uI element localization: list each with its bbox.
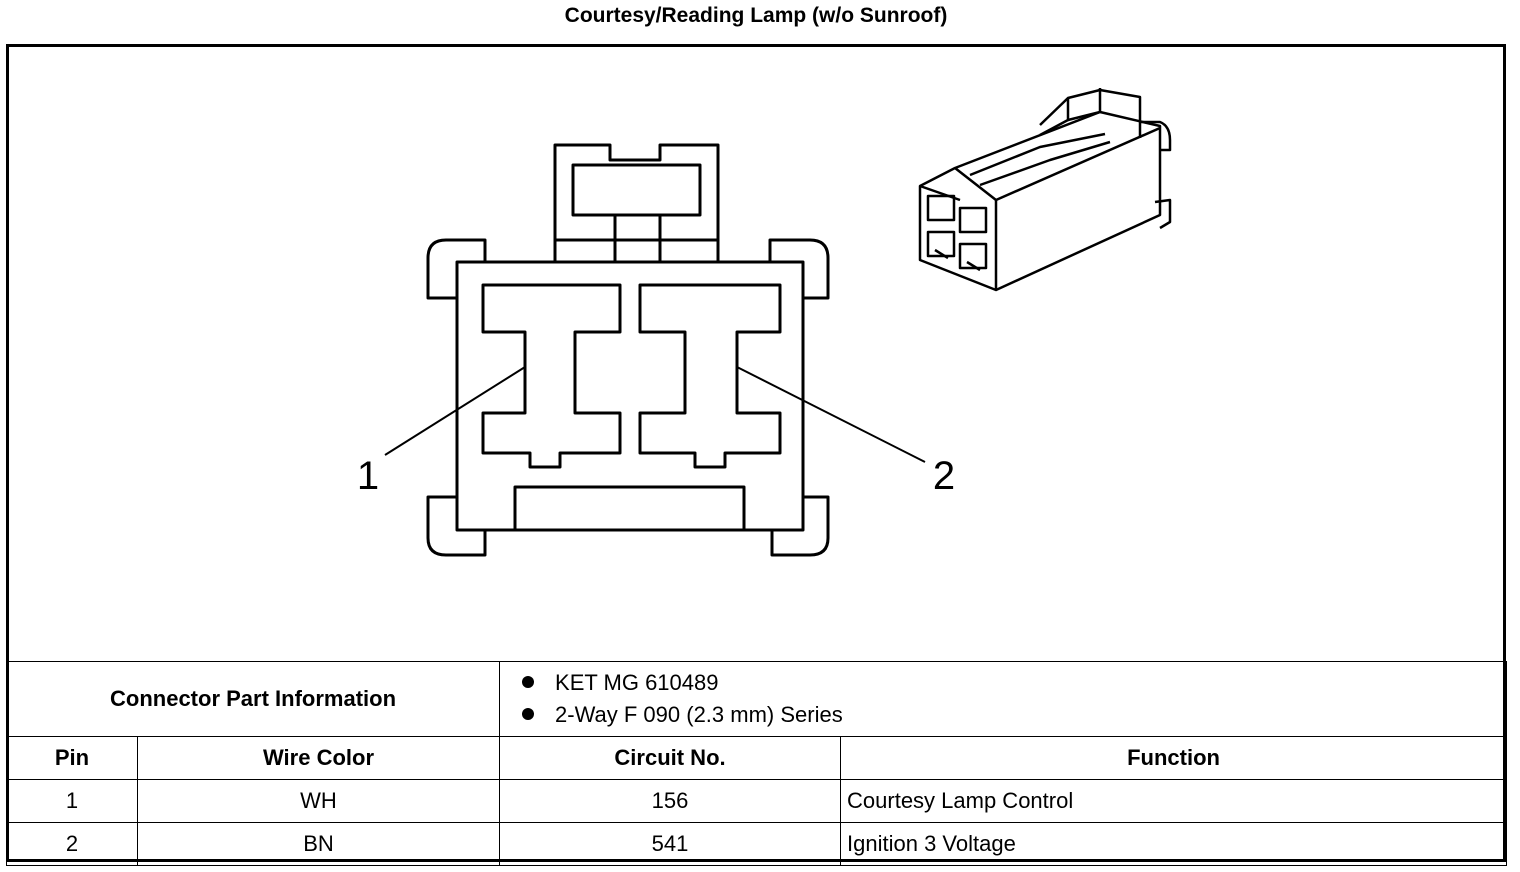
- part-info-item: KET MG 610489: [522, 667, 1506, 699]
- connector-part-info-values: KET MG 610489 2-Way F 090 (2.3 mm) Serie…: [499, 661, 1508, 737]
- header-circuit-no: Circuit No.: [499, 736, 842, 780]
- part-info-item: 2-Way F 090 (2.3 mm) Series: [522, 699, 1506, 731]
- diagram-title: Courtesy/Reading Lamp (w/o Sunroof): [564, 4, 948, 27]
- circuit-no-cell: 156: [499, 779, 842, 823]
- connector-front-view: [426, 238, 830, 557]
- bullet-icon: [522, 708, 535, 720]
- pin-cell: 2: [6, 822, 138, 866]
- pin-2-label: 2: [933, 454, 955, 498]
- pin-2-leader-line: [736, 366, 926, 463]
- header-pin: Pin: [6, 736, 138, 780]
- connector-top-latch: [553, 143, 720, 262]
- connector-info-table: Connector Part Information KET MG 610489…: [5, 661, 1508, 866]
- connector-series: 2-Way F 090 (2.3 mm) Series: [555, 702, 843, 727]
- header-wire-color: Wire Color: [136, 736, 501, 780]
- table-row: 1 WH 156 Courtesy Lamp Control: [6, 779, 1508, 823]
- wire-color-cell: WH: [136, 779, 501, 823]
- part-number: KET MG 610489: [555, 670, 719, 695]
- circuit-no-cell: 541: [499, 822, 842, 866]
- connector-3d-illustration: [918, 88, 1172, 292]
- function-cell: Courtesy Lamp Control: [840, 779, 1508, 823]
- bullet-icon: [522, 676, 535, 688]
- wire-color-cell: BN: [136, 822, 501, 866]
- terminal-cavity-1: [481, 283, 622, 469]
- function-cell: Ignition 3 Voltage: [840, 822, 1508, 866]
- terminal-cavity-2: [638, 283, 782, 469]
- pin-1-label: 1: [357, 454, 379, 498]
- table-row: 2 BN 541 Ignition 3 Voltage: [6, 822, 1508, 866]
- connector-part-info-label: Connector Part Information: [5, 661, 501, 737]
- pin-1-leader-line: [384, 366, 526, 456]
- pin-cell: 1: [6, 779, 138, 823]
- header-function: Function: [840, 736, 1508, 780]
- table-header-row: Pin Wire Color Circuit No. Function: [6, 736, 1508, 780]
